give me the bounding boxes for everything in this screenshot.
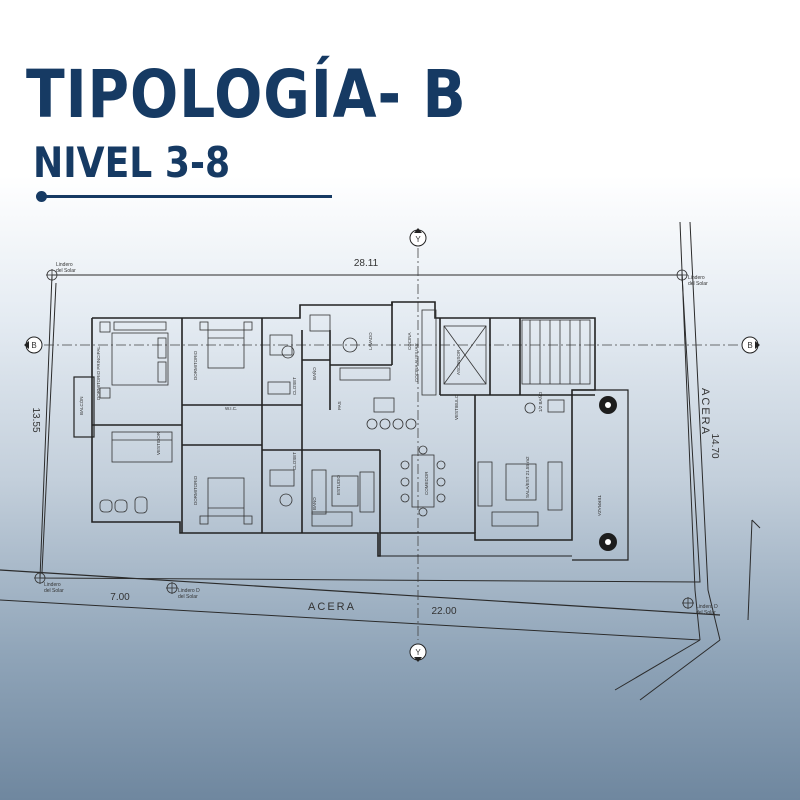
balcony-outline	[73, 376, 95, 438]
dimension-left: 13.55	[30, 407, 41, 432]
axis-label-top: Y	[415, 235, 421, 244]
axis-marker-top: Y	[409, 228, 427, 247]
lot-label-bottom-right-1: Lindero D	[696, 604, 718, 610]
lot-label-top-left-2: del Solar	[56, 268, 76, 274]
room-label-bedroom-2: DORMITORIO	[193, 475, 198, 505]
lot-label-bottom-mid-1: Lindero D	[178, 588, 200, 594]
bed-1	[207, 329, 245, 369]
room-label-half-bath: 1/2 BAÑO	[537, 391, 543, 412]
room-label-closet-1: CLOSET	[292, 377, 297, 395]
lot-label-bottom-mid-2: del Solar	[178, 594, 198, 600]
room-label-bedroom-1: DORMITORIO	[193, 350, 198, 380]
living-sofa	[491, 511, 539, 527]
bath-1-tub	[269, 334, 293, 356]
room-label-kitchen: COCINA	[407, 332, 412, 350]
kitchen-counter	[339, 367, 391, 381]
title-underline	[40, 195, 332, 198]
room-label-laundry: LAVADO	[368, 332, 373, 350]
bed-2	[207, 477, 245, 517]
axis-marker-bottom: Y	[409, 643, 427, 662]
dimension-top: 28.11	[354, 258, 379, 269]
room-label-hall: PAS	[337, 401, 342, 410]
lot-label-top-left-1: Lindero	[56, 262, 73, 268]
axis-marker-left: B	[24, 336, 43, 354]
street-label-bottom: ACERA	[308, 601, 356, 613]
title-underline-dot	[36, 191, 47, 202]
dining-table	[411, 454, 435, 508]
lot-label-top-right-1: Lindero	[688, 275, 705, 281]
room-label-living: SALA/EST 21.55 m2	[525, 456, 530, 498]
street-line-bottom	[0, 569, 721, 616]
stairs	[521, 319, 591, 385]
living-armchair	[477, 461, 493, 507]
axis-label-left: B	[31, 341, 36, 350]
wic-area	[111, 431, 173, 463]
axis-label-bottom: Y	[415, 648, 421, 657]
lot-boundary	[39, 274, 701, 583]
master-bed	[111, 332, 169, 386]
dimension-bottom-right: 22.00	[431, 606, 456, 617]
street-label-right: ACERA	[699, 388, 711, 436]
dimension-bottom-left: 7.00	[110, 592, 130, 603]
terrace-trees	[599, 396, 617, 551]
axis-label-right: B	[747, 341, 752, 350]
room-label-lobby: VESTIBULO	[454, 394, 459, 420]
room-label-master-bedroom: DORMITORIO PRINCIPAL	[96, 346, 101, 400]
kitchen-island	[373, 397, 395, 413]
dimension-right: 14.70	[709, 433, 720, 458]
study-sofa	[311, 469, 327, 515]
lot-label-bottom-left-2: del Solar	[44, 588, 64, 594]
room-label-dressing: VESTIDOR	[156, 431, 161, 455]
axis-marker-right: B	[741, 336, 760, 354]
page-subtitle: NIVEL 3-8	[33, 138, 231, 187]
room-label-wic: W.I.C.	[225, 406, 237, 411]
lot-label-bottom-right-2: del Solar	[696, 610, 716, 616]
room-label-aux-kitchen: COCINA AUXILIAR	[414, 342, 419, 382]
elevator-shaft	[443, 325, 487, 385]
bath-2-tub	[269, 469, 295, 487]
terrace-outline	[572, 389, 629, 561]
laundry-machine	[309, 314, 331, 332]
room-label-closet-2: CLOSET	[292, 452, 297, 470]
lot-label-top-right-2: del Solar	[688, 281, 708, 287]
room-label-dining: COMEDOR	[424, 471, 429, 495]
room-label-elevator: ASCENSOR	[456, 349, 461, 375]
room-label-bath-2: BAÑO	[311, 497, 317, 510]
living-rug	[505, 463, 537, 501]
lot-label-bottom-left-1: Lindero	[44, 582, 61, 588]
room-label-bath-1: BAÑO	[311, 367, 317, 380]
room-label-balcony: BALCÓN	[78, 396, 84, 415]
room-label-study: ESTUDIO	[336, 474, 341, 495]
room-label-terrace: TERRAZA	[597, 495, 602, 516]
page-title: TIPOLOGÍA- B	[26, 56, 467, 133]
